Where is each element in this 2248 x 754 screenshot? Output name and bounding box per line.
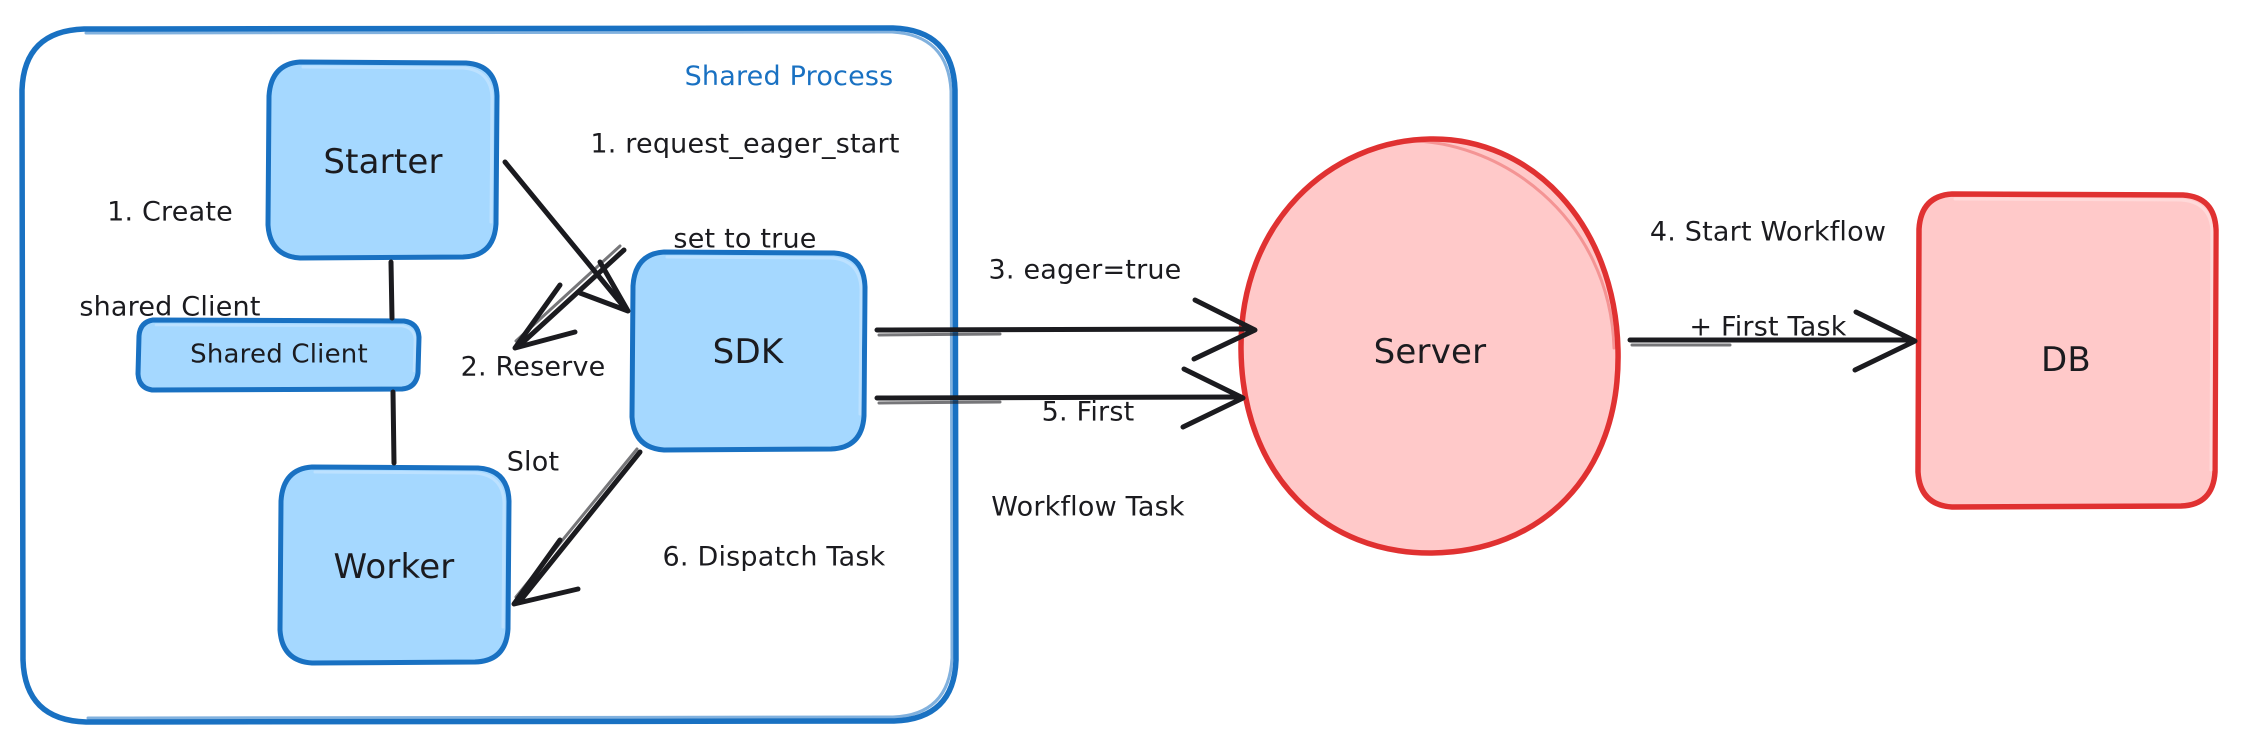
edge-label-line2: Workflow Task: [991, 491, 1185, 523]
edge-sdk-server-eager: [874, 297, 1258, 362]
edge-label-line2: set to true: [673, 223, 817, 255]
node-label-starter[interactable]: Starter: [323, 141, 443, 182]
edge-label-line1: 5. First: [1041, 396, 1135, 428]
edge-starter-sdk: [502, 159, 631, 314]
edge-label-line1: 1. Create: [107, 196, 233, 228]
edge-label-eager-true: 3. eager=true: [989, 190, 1182, 349]
edge-server-db: [1627, 309, 1918, 373]
edge-sdk-server-first-task: [874, 366, 1246, 430]
node-db-shape: [1915, 191, 2219, 510]
edge-label-create-shared-client: 1. Create shared Client: [79, 133, 260, 388]
node-label-sdk[interactable]: SDK: [712, 331, 784, 372]
edge-label-dispatch-task: 6. Dispatch Task: [663, 477, 886, 636]
edge-label-line1: 6. Dispatch Task: [662, 541, 886, 573]
edge-starter-shared-client: [388, 259, 395, 321]
node-label-db[interactable]: DB: [2041, 339, 2091, 380]
node-server-shape: [1238, 136, 1621, 556]
edge-sdk-worker-dispatch: [511, 447, 643, 607]
node-starter-shape: [265, 59, 500, 261]
node-label-worker[interactable]: Worker: [333, 546, 455, 587]
edge-shared-client-worker: [390, 389, 397, 466]
edge-label-line2: shared Client: [79, 291, 261, 323]
edge-label-reserve-slot: 2. Reserve Slot: [461, 288, 606, 543]
edge-label-line1: 1. request_eager_start: [590, 128, 900, 160]
edge-label-line1: 3. eager=true: [988, 254, 1182, 286]
shared-process-container: [19, 25, 959, 725]
edge-sdk-worker-reserve: [512, 244, 627, 351]
edge-label-line1: 2. Reserve: [460, 351, 606, 383]
edge-label-first-workflow-task: 5. First Workflow Task: [991, 333, 1184, 588]
edge-label-line2: Slot: [506, 446, 560, 478]
edge-label-request-eager-start: 1. request_eager_start set to true: [590, 65, 899, 320]
node-label-server[interactable]: Server: [1373, 331, 1487, 372]
node-shared-client-shape: [135, 317, 422, 393]
shared-process-label: Shared Process: [684, 61, 894, 93]
edge-label-line1: 4. Start Workflow: [1649, 216, 1887, 248]
edge-label-line2: + First Task: [1689, 311, 1847, 343]
node-worker-shape: [277, 464, 512, 666]
node-sdk-shape: [629, 249, 868, 453]
edge-label-start-workflow: 4. Start Workflow + First Task: [1650, 153, 1886, 408]
node-label-shared-client[interactable]: Shared Client: [190, 339, 368, 370]
